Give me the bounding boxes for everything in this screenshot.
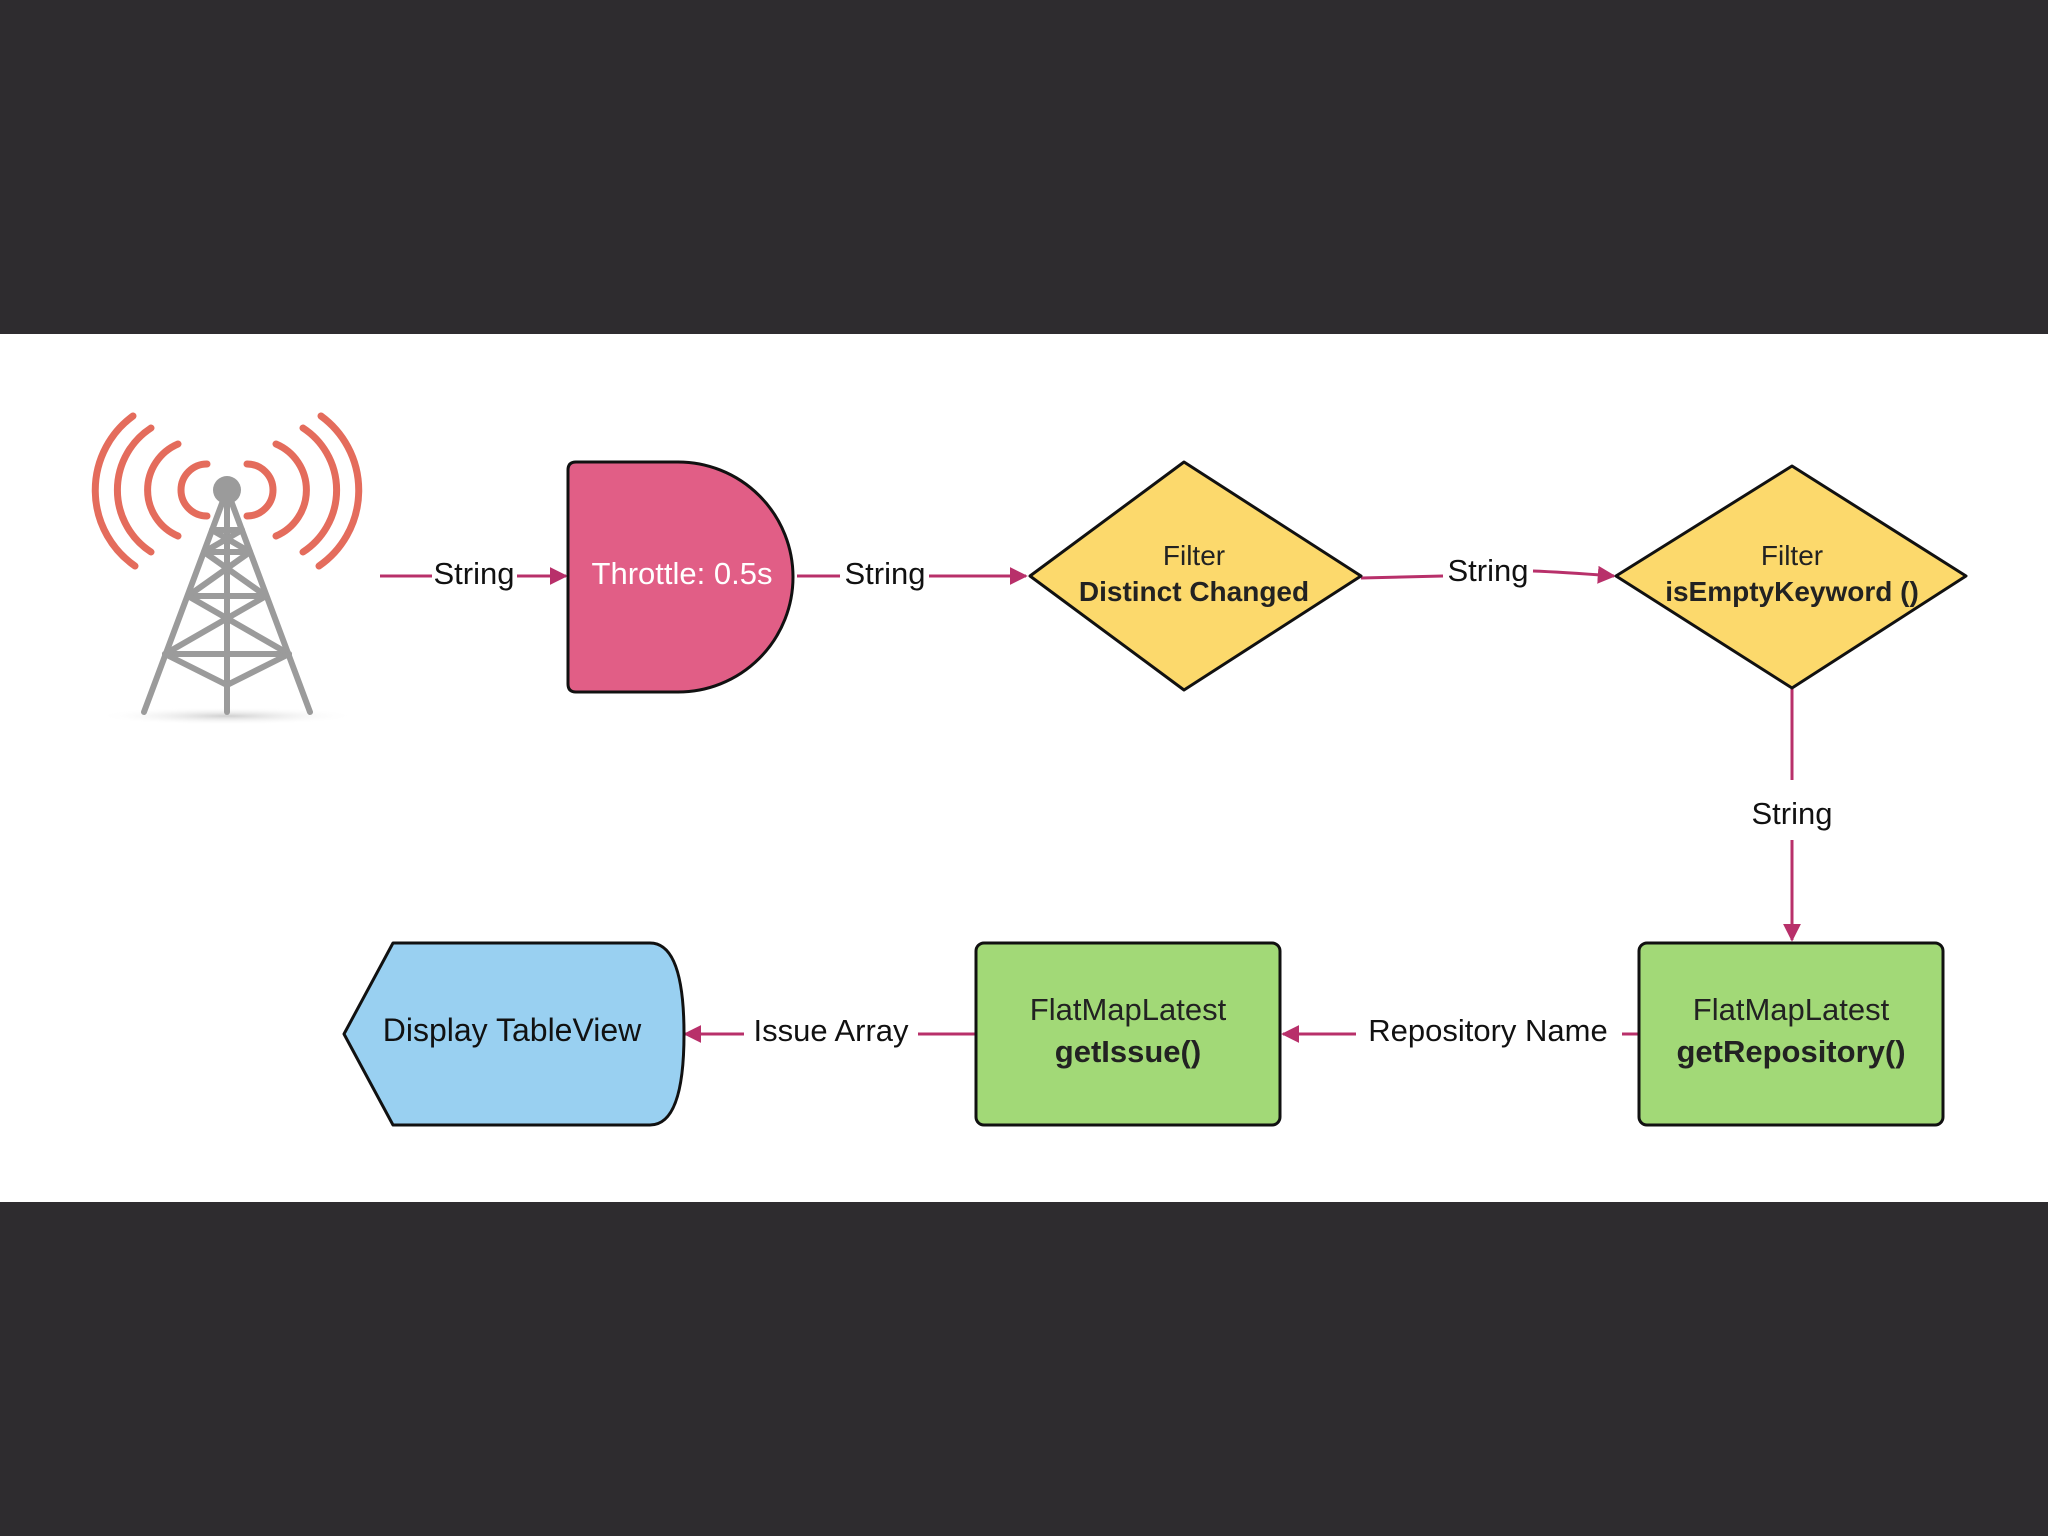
flatmap-repository-title: FlatMapLatest (1693, 992, 1890, 1027)
flatmap-issue-subtitle: getIssue() (1055, 1034, 1201, 1069)
flatmap-issue-title: FlatMapLatest (1030, 992, 1227, 1027)
throttle-label: Throttle: 0.5s (592, 556, 773, 591)
edge-label-repository-issue: Repository Name (1368, 1013, 1607, 1048)
connectors (380, 565, 1801, 1043)
edge-label-tower-throttle: String (434, 556, 515, 591)
filter-distinct-title: Filter (1163, 540, 1225, 571)
flatmap-repository-node: FlatMapLatest getRepository() (1637, 941, 1945, 1127)
filter-distinct-node: Filter Distinct Changed (1028, 460, 1363, 692)
edge-label-distinct-empty: String (1448, 553, 1529, 588)
throttle-node: Throttle: 0.5s (566, 460, 795, 694)
filter-empty-subtitle: isEmptyKeyword () (1665, 576, 1919, 607)
edge-label-empty-repository: String (1752, 796, 1833, 831)
flatmap-repository-subtitle: getRepository() (1676, 1034, 1905, 1069)
edge-label-issue-display: Issue Array (753, 1013, 909, 1048)
display-label: Display TableView (383, 1012, 642, 1048)
filter-distinct-subtitle: Distinct Changed (1079, 576, 1309, 607)
edge-line-distinct-empty (1360, 574, 1444, 580)
filter-empty-title: Filter (1761, 540, 1823, 571)
filter-empty-node: Filter isEmptyKeyword () (1614, 464, 1968, 690)
edge-line-distinct-empty-arrow (1532, 565, 1616, 584)
radio-tower-icon (91, 412, 363, 725)
edge-label-throttle-distinct: String (845, 556, 926, 591)
flatmap-issue-node: FlatMapLatest getIssue() (974, 941, 1282, 1127)
display-node: Display TableView (342, 941, 686, 1127)
